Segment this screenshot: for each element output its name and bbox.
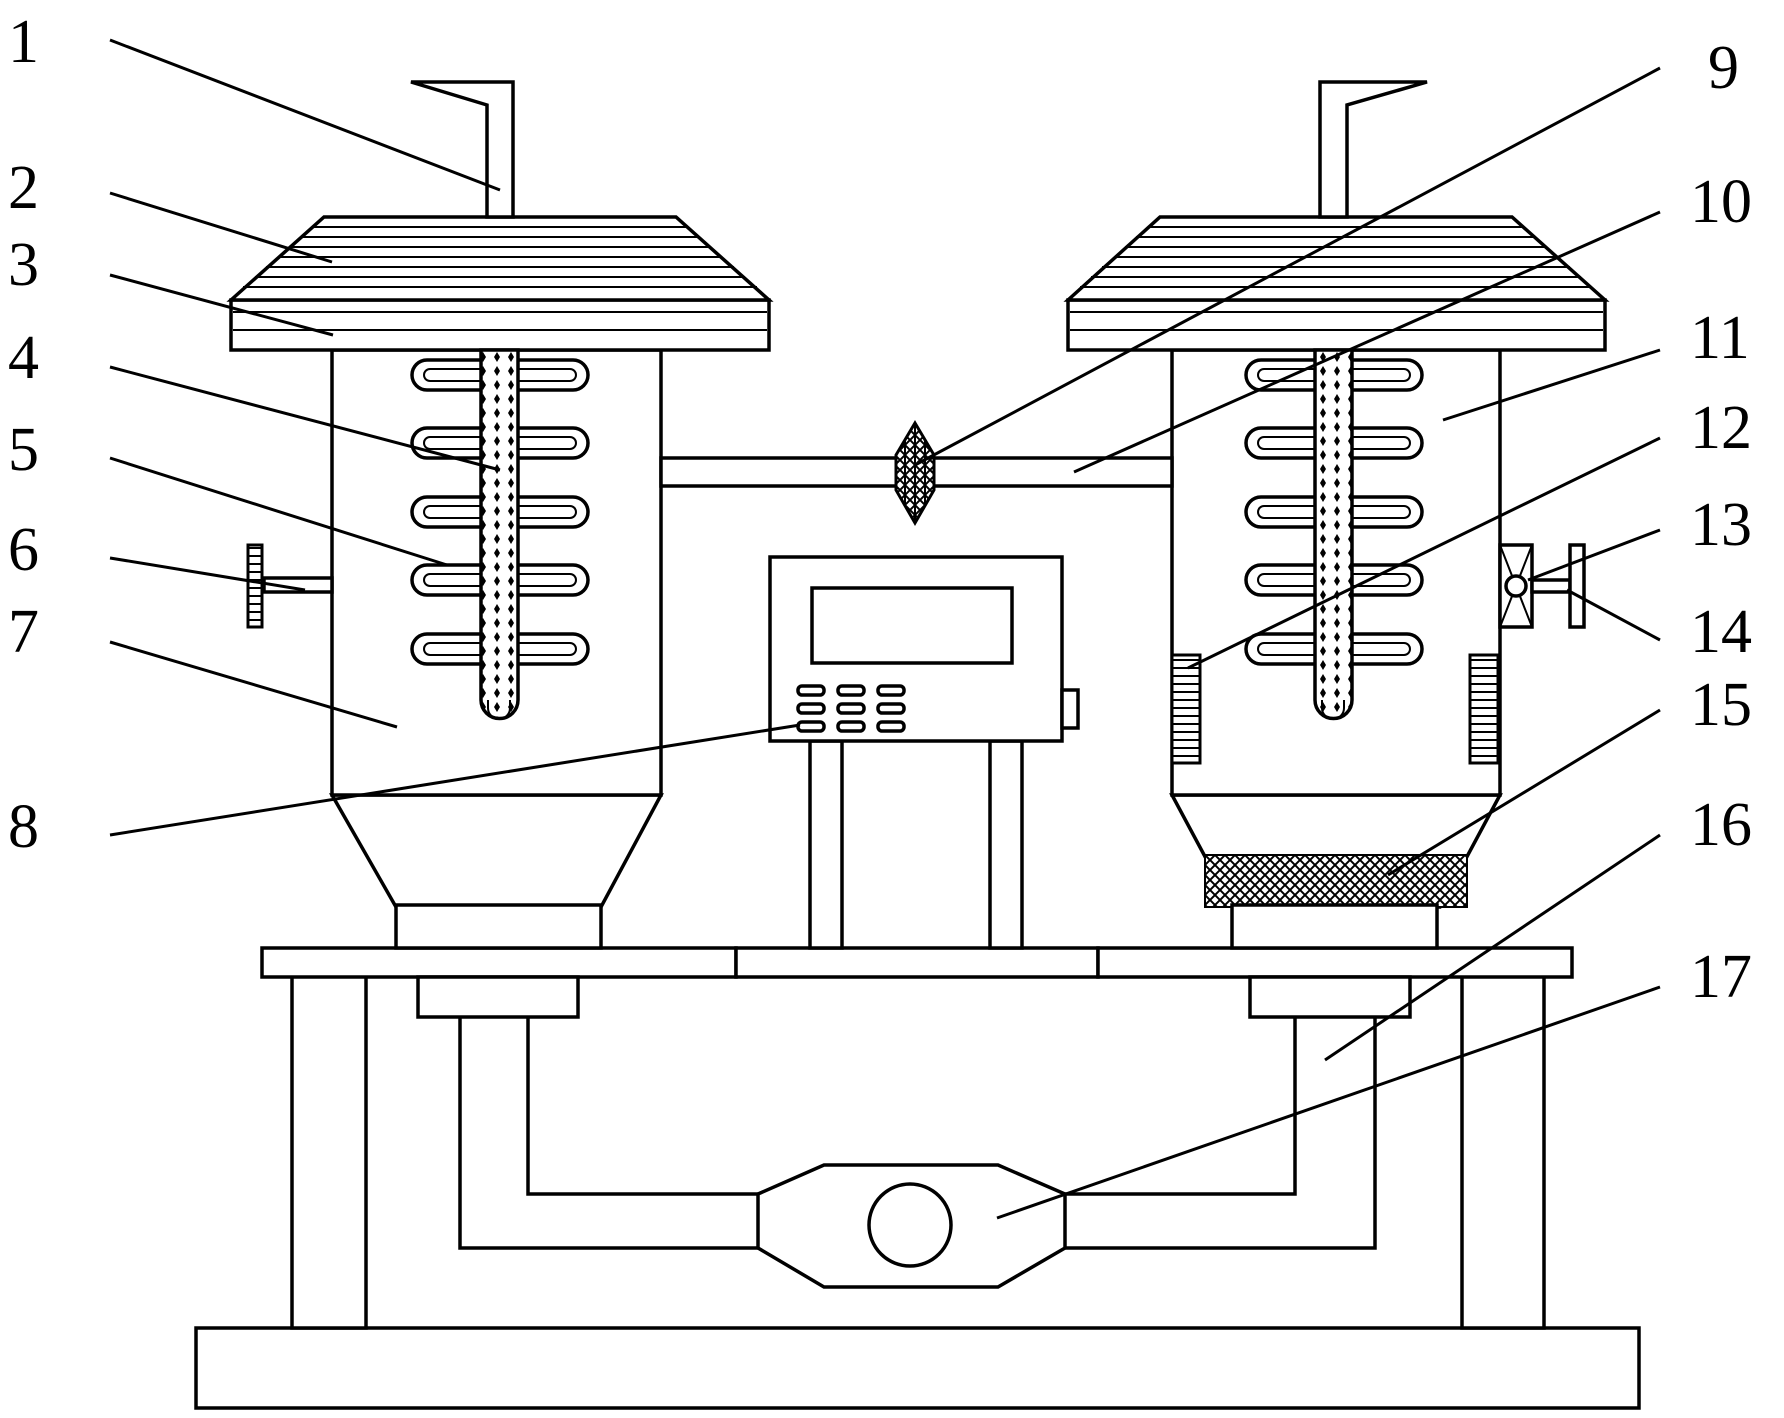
connecting-pipe (659, 420, 1174, 527)
controller-leg-right (988, 739, 1024, 950)
left-probe-tip (487, 700, 511, 720)
pipe-inner (526, 1017, 758, 1196)
right-temperature-probe (1313, 348, 1354, 721)
left-outer-leg (290, 973, 368, 1330)
connecting-pipe-valve (894, 420, 936, 527)
label-1: 1 (8, 8, 39, 76)
right-drain-valve (1498, 543, 1586, 629)
label-8: 8 (8, 793, 39, 861)
support-table-right (1096, 946, 1574, 979)
right-tank-left-sensor (1170, 653, 1202, 765)
controller-display (810, 586, 1014, 665)
left-pipe-flange (416, 975, 580, 1019)
right-pipe-flange (1248, 975, 1412, 1019)
left-valve-handwheel (246, 543, 264, 629)
base-frame (194, 946, 1641, 1410)
right-feed-pipe (1318, 80, 1428, 219)
pump-impeller (867, 1182, 953, 1268)
pipe-inner-right (1065, 1017, 1297, 1196)
label-16: 16 (1690, 791, 1752, 859)
label-3: 3 (8, 231, 39, 299)
right-probe-tip (1321, 700, 1345, 720)
left-tank-lid-rim (229, 298, 771, 352)
label-6: 6 (8, 516, 39, 584)
right-tank-filter-screen (1204, 854, 1468, 908)
right-outer-leg (1460, 973, 1546, 1330)
label-11: 11 (1690, 304, 1750, 372)
label-9: 9 (1708, 34, 1739, 102)
support-table-left (260, 946, 738, 979)
leader-lines (109, 38, 1661, 1220)
left-drain-valve (246, 543, 334, 629)
controller-side-port (1060, 688, 1080, 730)
left-feed-pipe (410, 80, 515, 219)
label-10: 10 (1690, 168, 1752, 236)
number-labels: 1 2 3 4 5 6 7 8 9 10 11 12 13 14 15 16 1… (8, 8, 1752, 1011)
right-tank (1063, 80, 1610, 950)
left-lid-ridges (233, 226, 767, 331)
left-temperature-probe (479, 348, 520, 721)
right-lid-ridges (1070, 226, 1603, 331)
circulation-system (416, 975, 1412, 1289)
controller-keypad (796, 684, 906, 733)
base-plate (194, 1326, 1641, 1410)
controller-leg-left (808, 739, 844, 950)
label-5: 5 (8, 416, 39, 484)
controller (768, 555, 1080, 950)
pipe-outer-right (1065, 1017, 1377, 1250)
label-14: 14 (1690, 598, 1752, 666)
left-tank (226, 80, 774, 950)
left-tank-bottom-cone (328, 793, 664, 909)
label-17: 17 (1690, 943, 1752, 1011)
support-table-middle (734, 946, 1100, 979)
left-tank-outlet (394, 903, 603, 950)
label-4: 4 (8, 324, 39, 392)
label-13: 13 (1690, 491, 1752, 559)
label-7: 7 (8, 598, 39, 666)
label-15: 15 (1690, 671, 1752, 739)
pipe-outer (458, 1017, 758, 1250)
right-tank-outlet (1230, 903, 1439, 950)
label-2: 2 (8, 154, 39, 222)
right-tank-lid-rim (1066, 298, 1607, 352)
label-12: 12 (1690, 394, 1752, 462)
right-valve-handwheel (1568, 543, 1586, 629)
right-tank-right-sensor (1468, 653, 1500, 765)
